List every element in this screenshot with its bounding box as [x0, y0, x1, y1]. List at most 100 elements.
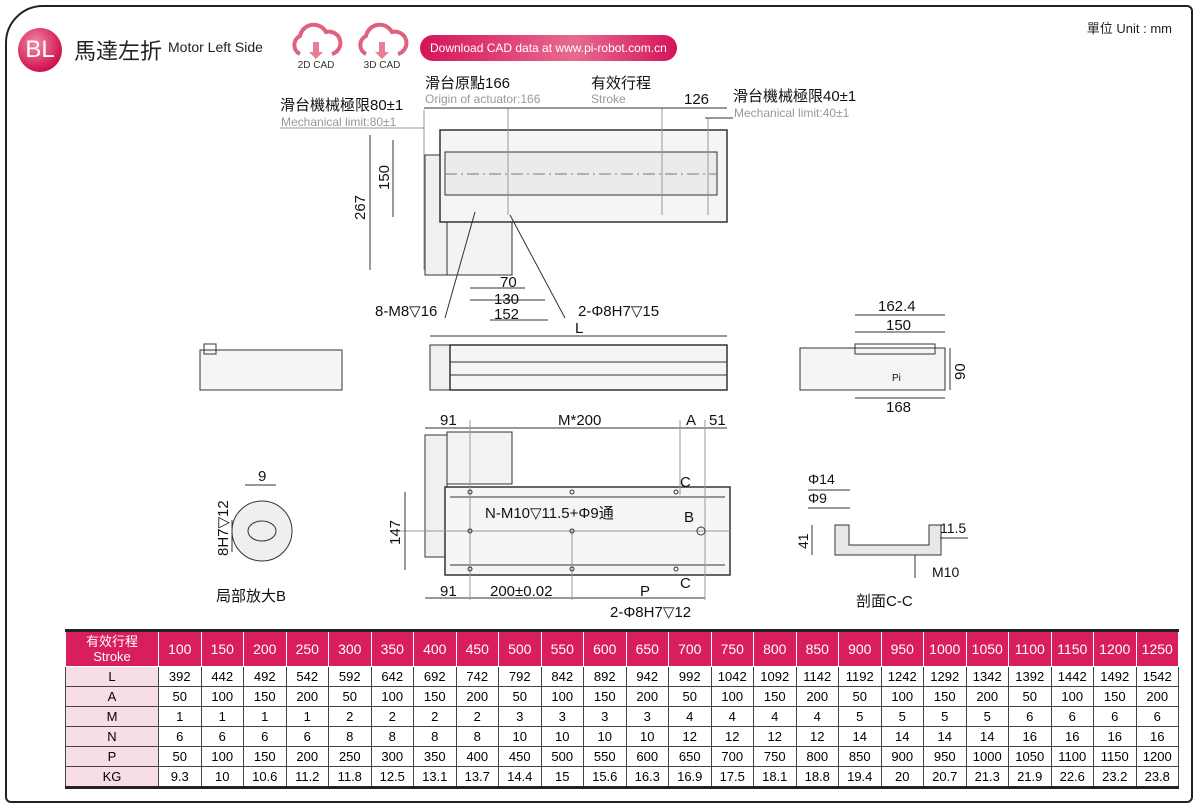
table-cell: 50 — [1008, 686, 1052, 707]
stroke-header-cell: 900 — [838, 630, 882, 667]
dim-147: 147 — [387, 520, 404, 545]
table-cell: 4 — [668, 706, 712, 727]
stroke-header-cell: 1150 — [1050, 630, 1094, 667]
table-cell: 10.6 — [243, 766, 287, 788]
mech-limit-right-zh: 滑台機械極限40±1 — [733, 88, 856, 105]
table-cell: 200 — [1135, 686, 1179, 707]
table-cell: 100 — [710, 686, 754, 707]
table-cell: 19.4 — [838, 766, 882, 788]
table-cell: 542 — [285, 666, 329, 687]
table-cell: 100 — [370, 686, 414, 707]
cad-2d-button[interactable]: 2D CAD — [286, 20, 346, 71]
stroke-header-cell: 850 — [795, 630, 839, 667]
table-cell: 16.9 — [668, 766, 712, 788]
stroke-header-cell: 550 — [540, 630, 584, 667]
table-cell: 12 — [753, 726, 797, 747]
origin-zh: 滑台原點166 — [425, 75, 510, 92]
table-cell: 12 — [795, 726, 839, 747]
table-cell: 22.6 — [1050, 766, 1094, 788]
table-cell: 150 — [923, 686, 967, 707]
table-cell: 692 — [413, 666, 457, 687]
table-cell: 1342 — [965, 666, 1009, 687]
table-cell: 18.1 — [753, 766, 797, 788]
table-cell: 2 — [413, 706, 457, 727]
stroke-header-cell: 150 — [200, 630, 244, 667]
table-cell: 200 — [625, 686, 669, 707]
table-cell: 21.3 — [965, 766, 1009, 788]
table-cell: 300 — [370, 746, 414, 767]
stroke-header-cell: 350 — [370, 630, 414, 667]
top-view: 滑台機械極限80±1 Mechanical limit:80±1 滑台原點166… — [280, 75, 856, 323]
cad-3d-label: 3D CAD — [363, 60, 401, 71]
table-cell: 6 — [1008, 706, 1052, 727]
table-cell: 200 — [455, 686, 499, 707]
row-label: P — [65, 746, 159, 767]
table-cell: 1192 — [838, 666, 882, 687]
stroke-header-cell: 1000 — [923, 630, 967, 667]
side-view: L — [199, 320, 728, 391]
table-cell: 13.1 — [413, 766, 457, 788]
table-cell: 6 — [285, 726, 329, 747]
table-cell: 10 — [625, 726, 669, 747]
table-cell: 11.2 — [285, 766, 329, 788]
dim-phi14: Φ14 — [808, 471, 835, 487]
holes-pin-label: 2-Φ8H7▽15 — [578, 303, 659, 320]
table-cell: 742 — [455, 666, 499, 687]
table-cell: 392 — [158, 666, 202, 687]
table-cell: 450 — [498, 746, 542, 767]
table-cell: 150 — [413, 686, 457, 707]
dim-L: L — [575, 320, 583, 337]
stroke-header-cell: 650 — [625, 630, 669, 667]
table-cell: 50 — [158, 686, 202, 707]
stroke-header-en: Stroke — [93, 649, 131, 664]
table-cell: 10 — [583, 726, 627, 747]
stroke-header-cell: 1050 — [965, 630, 1009, 667]
table-cell: 1542 — [1135, 666, 1179, 687]
table-cell: 100 — [540, 686, 584, 707]
table-cell: 12 — [710, 726, 754, 747]
dim-51: 51 — [709, 412, 726, 429]
table-cell: 21.9 — [1008, 766, 1052, 788]
table-cell: 15 — [540, 766, 584, 788]
table-cell: 550 — [583, 746, 627, 767]
table-cell: 50 — [328, 686, 372, 707]
table-cell: 5 — [838, 706, 882, 727]
table-cell: 16 — [1050, 726, 1094, 747]
title-english: Motor Left Side — [168, 39, 263, 55]
dim-41: 41 — [795, 533, 811, 549]
download-cad-link[interactable]: Download CAD data at www.pi-robot.com.cn — [420, 35, 677, 61]
dim-m10: M10 — [932, 564, 959, 580]
row-label: N — [65, 726, 159, 747]
cad-3d-button[interactable]: 3D CAD — [352, 20, 412, 71]
dim-M200: M*200 — [558, 412, 601, 429]
stroke-header-cell: 1250 — [1135, 630, 1179, 667]
table-cell: 6 — [1135, 706, 1179, 727]
table-cell: 1100 — [1050, 746, 1094, 767]
holes-n-m10-label: N-M10▽11.5+Φ9通 — [485, 505, 614, 522]
dim-150: 150 — [376, 165, 393, 190]
stroke-zh: 有效行程 — [591, 75, 651, 92]
stroke-header-cell: 300 — [328, 630, 372, 667]
table-cell: 150 — [583, 686, 627, 707]
table-cell: 892 — [583, 666, 627, 687]
table-cell: 150 — [753, 686, 797, 707]
bottom-view: 91 M*200 A 51 C C 147 N-M10▽11.5+Φ9通 B 9… — [387, 412, 731, 621]
row-label: M — [65, 706, 159, 727]
end-view: Pi 162.4 150 168 90 — [799, 298, 969, 416]
stroke-header-zh: 有效行程 — [85, 634, 138, 649]
table-cell: 900 — [880, 746, 924, 767]
table-cell: 10 — [200, 766, 244, 788]
table-cell: 12 — [668, 726, 712, 747]
section-c-c: Φ14 Φ9 41 11.5 M10 剖面C-C — [795, 471, 968, 610]
title-chinese: 馬達左折 — [74, 39, 163, 64]
table-cell: 1 — [158, 706, 202, 727]
table-cell: 1092 — [753, 666, 797, 687]
dim-91-bottom: 91 — [440, 583, 457, 600]
table-cell: 14 — [965, 726, 1009, 747]
stroke-header-cell: 600 — [583, 630, 627, 667]
